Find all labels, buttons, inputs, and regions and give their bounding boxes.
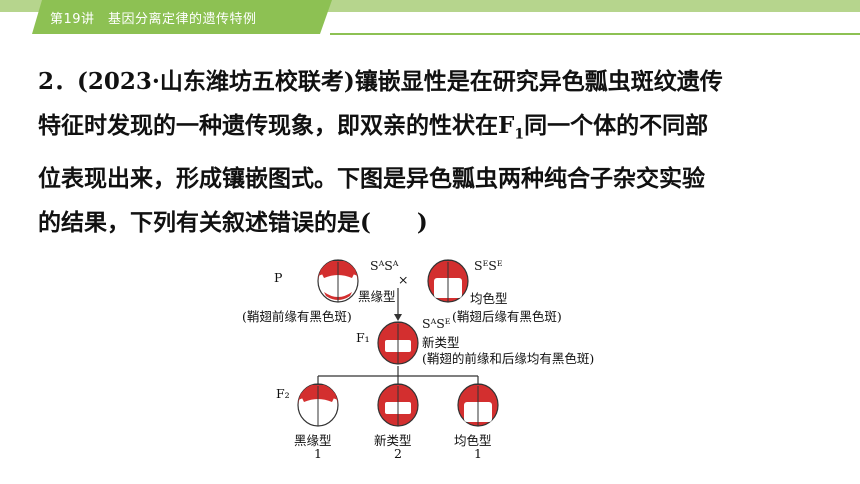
question-line-2: 特征时发现的一种遗传现象，即双亲的性状在F1同一个体的不同部 — [38, 104, 838, 157]
p-right-desc: (鞘翅后缘有黑色斑) — [452, 309, 562, 324]
cross-symbol: × — [398, 272, 409, 287]
f2-ratio-1: 1 — [314, 446, 322, 461]
ladybug-new-type-icon — [377, 321, 419, 365]
f2-label: F₂ — [276, 386, 290, 401]
arrow-down-icon — [394, 288, 402, 321]
f2-ratio-3: 1 — [474, 446, 482, 461]
ladybug-black-edge-icon — [317, 259, 359, 303]
f1-label: F₁ — [356, 330, 370, 345]
question-line-2-sub: 1 — [514, 126, 525, 143]
p-left-desc: (鞘翅前缘有黑色斑) — [242, 309, 352, 324]
question-line-1: 2．(2023·山东潍坊五校联考)镶嵌显性是在研究异色瓢虫斑纹遗传 — [38, 68, 723, 95]
question-line-2-b: 同一个体的不同部 — [524, 112, 709, 139]
cross-diagram: P SᴬSᴬ × 黑缘型 SᴱSᴱ 均色型 (鞘翅前缘有黑色斑) (鞘翅后缘有黑… — [230, 250, 630, 470]
f1-genotype: SᴬSᴱ — [422, 316, 451, 331]
question-text: 2．(2023·山东潍坊五校联考)镶嵌显性是在研究异色瓢虫斑纹遗传 特征时发现的… — [38, 60, 838, 245]
f1-desc: (鞘翅的前缘和后缘均有黑色斑) — [422, 351, 595, 366]
f2-type-2: 新类型 — [374, 433, 412, 448]
f1-type: 新类型 — [422, 335, 460, 350]
p-label: P — [274, 270, 283, 285]
header-title: 第19讲 基因分离定律的遗传特例 — [50, 12, 257, 27]
f2-ladybug-uniform-icon — [457, 383, 499, 427]
question-line-4: 的结果，下列有关叙述错误的是( ) — [38, 208, 428, 236]
p-left-genotype: SᴬSᴬ — [370, 258, 399, 273]
ladybug-uniform-icon — [427, 259, 469, 303]
p-right-type: 均色型 — [470, 291, 508, 306]
p-right-genotype: SᴱSᴱ — [474, 258, 503, 273]
f2-type-1: 黑缘型 — [294, 433, 332, 448]
header-tab — [32, 0, 332, 34]
question-line-2-a: 特征时发现的一种遗传现象，即双亲的性状在F — [38, 112, 515, 139]
header-underline — [330, 33, 860, 35]
header-bar: 第19讲 基因分离定律的遗传特例 — [0, 0, 860, 35]
f2-ladybug-black-edge-icon — [297, 383, 339, 427]
question-line-3: 位表现出来，形成镶嵌图式。下图是异色瓢虫两种纯合子杂交实验 — [38, 164, 705, 192]
f2-ladybug-new-type-icon — [377, 383, 419, 427]
f2-type-3: 均色型 — [454, 433, 492, 448]
f2-ratio-2: 2 — [394, 446, 402, 461]
p-left-type: 黑缘型 — [358, 289, 396, 304]
